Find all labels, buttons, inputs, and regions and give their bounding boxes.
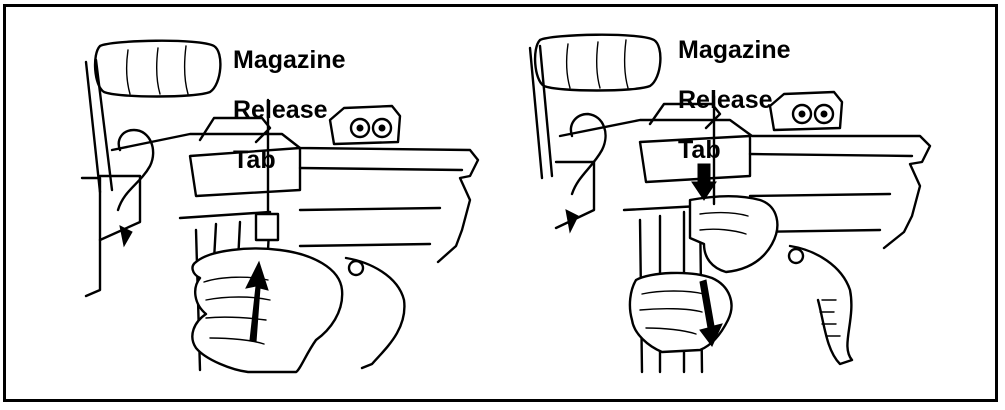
right-callout-line-2: Release bbox=[678, 86, 773, 114]
right-magazine-release-tab-label: Magazine Release Tab bbox=[678, 13, 791, 188]
left-magazine-release-tab-label: Magazine Release Tab bbox=[233, 23, 346, 198]
left-callout-line-2: Release bbox=[233, 96, 328, 124]
right-callout-line-3: Tab bbox=[678, 136, 721, 164]
right-callout-line-1: Magazine bbox=[678, 36, 791, 64]
figure-border bbox=[3, 4, 998, 402]
left-callout-line-3: Tab bbox=[233, 146, 276, 174]
left-callout-line-1: Magazine bbox=[233, 46, 346, 74]
